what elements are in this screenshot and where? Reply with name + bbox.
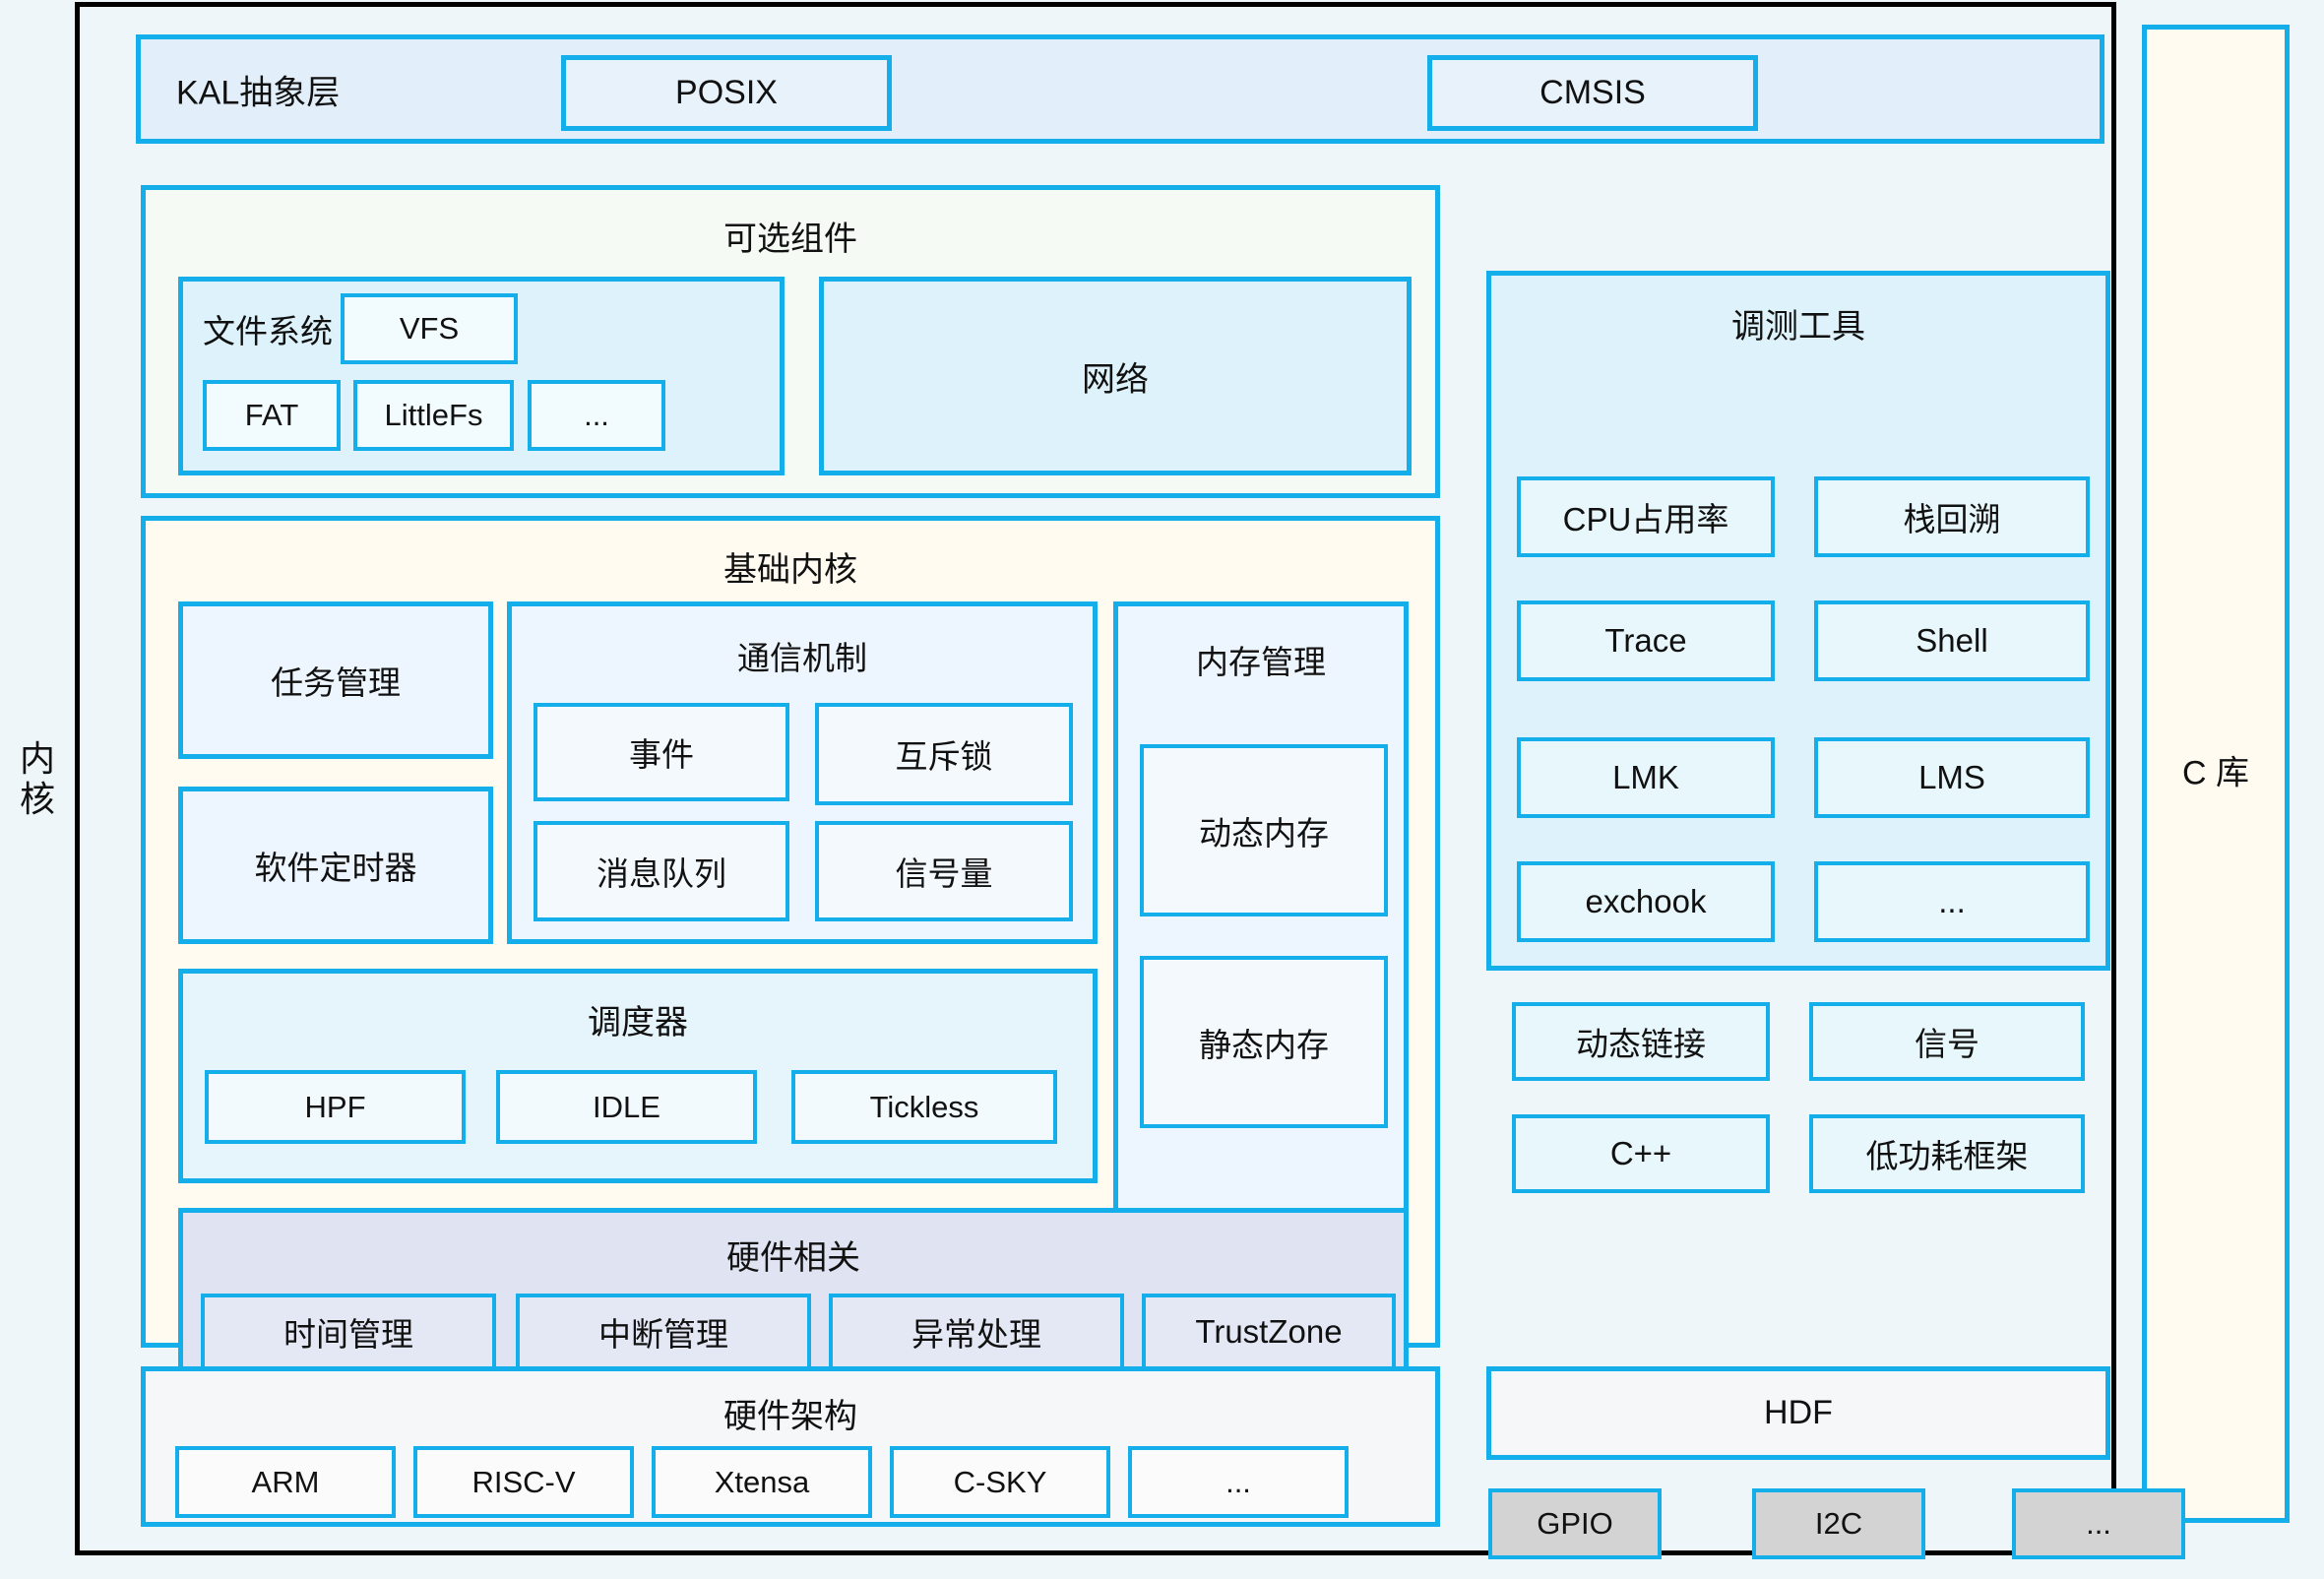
memory-item-static[interactable]: 静态内存 xyxy=(1140,956,1388,1128)
scheduler-item-idle[interactable]: IDLE xyxy=(496,1070,757,1144)
hardware-item-time-management[interactable]: 时间管理 xyxy=(201,1294,496,1370)
debug-tools-section: 调测工具 CPU占用率 栈回溯 Trace Shell xyxy=(1486,271,2110,724)
kernel-label-text: 内 核 xyxy=(19,737,55,819)
hardware-item-exception-handling[interactable]: 异常处理 xyxy=(829,1294,1124,1370)
communication-item-event[interactable]: 事件 xyxy=(534,703,789,801)
hardware-related-box: 硬件相关 时间管理 中断管理 异常处理 TrustZone xyxy=(178,1208,1409,1388)
arch-item-csky[interactable]: C-SKY xyxy=(890,1446,1110,1518)
debug-item-exchook[interactable]: exchook xyxy=(1517,861,1775,942)
arch-item-xtensa[interactable]: Xtensa xyxy=(652,1446,872,1518)
filesystem-title: 文件系统 xyxy=(203,313,333,349)
optional-components-title: 可选组件 xyxy=(723,221,857,258)
memory-management-box: 内存管理 动态内存 静态内存 xyxy=(1113,601,1409,1261)
base-kernel-section: 基础内核 任务管理 软件定时器 通信机制 事件 互斥锁 消息队列 信号量 内存管… xyxy=(141,516,1440,1388)
hdf-pin-more[interactable]: ... xyxy=(2012,1488,2185,1559)
kal-layer: KAL抽象层 POSIX CMSIS xyxy=(136,34,2104,144)
arch-item-more[interactable]: ... xyxy=(1128,1446,1349,1518)
communication-item-message-queue[interactable]: 消息队列 xyxy=(534,821,789,921)
filesystem-item-littlefs[interactable]: LittleFs xyxy=(353,380,514,451)
debug-item-stack-backtrace[interactable]: 栈回溯 xyxy=(1814,476,2090,557)
kal-item-cmsis[interactable]: CMSIS xyxy=(1427,55,1758,131)
arch-item-arm[interactable]: ARM xyxy=(175,1446,396,1518)
extra-item-low-power-framework[interactable]: 低功耗框架 xyxy=(1809,1114,2085,1193)
hdf-pin-gpio[interactable]: GPIO xyxy=(1488,1488,1662,1559)
communication-mechanism-box: 通信机制 事件 互斥锁 消息队列 信号量 xyxy=(507,601,1098,944)
network-box[interactable]: 网络 xyxy=(819,277,1412,475)
filesystem-item-vfs[interactable]: VFS xyxy=(341,293,518,364)
scheduler-item-tickless[interactable]: Tickless xyxy=(791,1070,1057,1144)
debug-tools-title: 调测工具 xyxy=(1731,308,1865,346)
extra-item-signal[interactable]: 信号 xyxy=(1809,1002,2085,1081)
debug-item-more[interactable]: ... xyxy=(1814,861,2090,942)
debug-item-lmk[interactable]: LMK xyxy=(1517,737,1775,818)
extra-item-cpp[interactable]: C++ xyxy=(1512,1114,1770,1193)
hardware-item-interrupt-management[interactable]: 中断管理 xyxy=(516,1294,811,1370)
filesystem-item-fat[interactable]: FAT xyxy=(203,380,341,451)
memory-item-dynamic[interactable]: 动态内存 xyxy=(1140,744,1388,916)
kernel-side-label: 内 核 xyxy=(0,2,75,1555)
scheduler-box: 调度器 HPF IDLE Tickless xyxy=(178,969,1098,1183)
extra-item-dynamic-linking[interactable]: 动态链接 xyxy=(1512,1002,1770,1081)
hardware-item-trustzone[interactable]: TrustZone xyxy=(1142,1294,1396,1370)
hdf-pin-i2c[interactable]: I2C xyxy=(1752,1488,1925,1559)
hdf-box[interactable]: HDF xyxy=(1486,1366,2110,1460)
debug-item-cpu-usage[interactable]: CPU占用率 xyxy=(1517,476,1775,557)
scheduler-item-hpf[interactable]: HPF xyxy=(205,1070,466,1144)
hardware-related-title: 硬件相关 xyxy=(726,1239,860,1277)
hardware-architecture-title: 硬件架构 xyxy=(723,1398,857,1435)
communication-item-semaphore[interactable]: 信号量 xyxy=(815,821,1073,921)
c-library-box: C 库 xyxy=(2142,25,2290,1523)
c-library-label: C 库 xyxy=(2182,754,2249,792)
filesystem-box: 文件系统 VFS FAT LittleFs ... xyxy=(178,277,785,475)
debug-item-lms[interactable]: LMS xyxy=(1814,737,2090,818)
communication-title: 通信机制 xyxy=(737,640,867,676)
debug-item-trace[interactable]: Trace xyxy=(1517,600,1775,681)
communication-item-mutex[interactable]: 互斥锁 xyxy=(815,703,1073,805)
optional-components-section: 可选组件 文件系统 VFS FAT LittleFs ... 网络 xyxy=(141,185,1440,498)
kal-title: KAL抽象层 xyxy=(176,74,341,111)
software-timer-box[interactable]: 软件定时器 xyxy=(178,787,493,944)
debug-tools-section-lower: LMK LMS exchook ... xyxy=(1486,724,2110,971)
debug-item-shell[interactable]: Shell xyxy=(1814,600,2090,681)
hardware-architecture-section: 硬件架构 ARM RISC-V Xtensa C-SKY ... xyxy=(141,1366,1440,1527)
memory-management-title: 内存管理 xyxy=(1196,644,1326,680)
base-kernel-title: 基础内核 xyxy=(723,551,857,589)
kal-item-posix[interactable]: POSIX xyxy=(561,55,892,131)
task-management-box[interactable]: 任务管理 xyxy=(178,601,493,759)
filesystem-item-more[interactable]: ... xyxy=(528,380,665,451)
scheduler-title: 调度器 xyxy=(588,1004,688,1042)
arch-item-riscv[interactable]: RISC-V xyxy=(413,1446,634,1518)
